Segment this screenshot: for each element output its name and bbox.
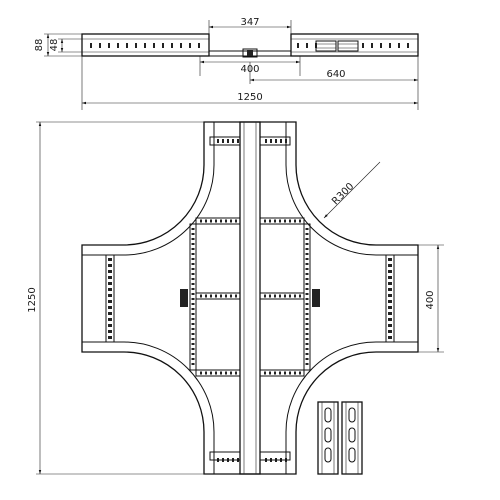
- side-slot: [108, 312, 112, 315]
- rail-slot: [189, 43, 191, 48]
- detail-slot: [324, 407, 332, 423]
- rung: [259, 369, 305, 377]
- rail-slot: [144, 43, 146, 48]
- dim-height-48: 48: [49, 39, 60, 52]
- rung: [195, 369, 241, 377]
- rail-slot: [117, 43, 119, 48]
- middle-coupler: [209, 48, 291, 58]
- rung: [259, 217, 305, 225]
- side-slot: [108, 324, 112, 327]
- side-slot: [388, 294, 392, 297]
- detail-slot: [324, 447, 332, 463]
- elevation-view: 88 48 347 400 640 1250: [34, 17, 419, 110]
- dim-width-347: 347: [240, 17, 259, 28]
- rail-slot: [306, 43, 308, 48]
- dim-width-640: 640: [326, 69, 345, 80]
- end-flanges: [105, 136, 395, 461]
- rail-slot: [180, 43, 182, 48]
- dim-height-88: 88: [34, 39, 45, 52]
- splice-plate-detail: [317, 401, 363, 475]
- rail-slot: [198, 43, 200, 48]
- side-slot: [108, 276, 112, 279]
- plan-view: 1250 400 R300: [27, 121, 444, 475]
- side-rail-slots: [108, 258, 392, 339]
- side-slot: [108, 306, 112, 309]
- rung: [195, 217, 241, 225]
- connector-block-right: [315, 40, 359, 52]
- side-slot: [388, 300, 392, 303]
- dim-plan-height-1250: 1250: [27, 287, 38, 312]
- right-rail-outline: [290, 33, 419, 57]
- cross-outline: [81, 121, 419, 475]
- dim-plan-width-400: 400: [425, 290, 436, 309]
- rail-slot: [126, 43, 128, 48]
- rail-slot: [90, 43, 92, 48]
- side-slot: [108, 300, 112, 303]
- side-slot: [108, 330, 112, 333]
- side-slot: [388, 264, 392, 267]
- side-slot: [388, 276, 392, 279]
- rail-slot: [362, 43, 364, 48]
- rail-slot: [407, 43, 409, 48]
- detail-slot: [324, 427, 332, 443]
- rail-slot: [171, 43, 173, 48]
- side-slot: [108, 294, 112, 297]
- rail-slot: [398, 43, 400, 48]
- rail-slot: [162, 43, 164, 48]
- dim-radius-r300: R300: [330, 181, 356, 207]
- left-rail-slots: [90, 43, 200, 48]
- rail-slot: [380, 43, 382, 48]
- side-slot: [388, 258, 392, 261]
- central-divider: [239, 121, 261, 475]
- side-slot: [388, 312, 392, 315]
- side-slot: [388, 318, 392, 321]
- rail-slot: [389, 43, 391, 48]
- side-slot: [108, 318, 112, 321]
- side-slot: [388, 330, 392, 333]
- rung: [195, 292, 241, 300]
- rail-slot: [108, 43, 110, 48]
- rail-slot: [371, 43, 373, 48]
- rung-vertical: [303, 223, 311, 371]
- rail-slot: [135, 43, 137, 48]
- junction-plates: [180, 289, 320, 307]
- side-slot: [108, 264, 112, 267]
- side-slot: [108, 336, 112, 339]
- side-slot: [388, 270, 392, 273]
- side-slot: [388, 306, 392, 309]
- rail-slot: [99, 43, 101, 48]
- detail-slot: [348, 407, 356, 423]
- rung: [259, 292, 305, 300]
- rail-slot: [153, 43, 155, 48]
- side-slot: [108, 258, 112, 261]
- side-slot: [108, 282, 112, 285]
- rung-vertical: [189, 223, 197, 371]
- detail-slot: [348, 447, 356, 463]
- side-slot: [388, 324, 392, 327]
- side-slot: [108, 270, 112, 273]
- side-slot: [388, 282, 392, 285]
- side-slot: [388, 336, 392, 339]
- dim-width-1250: 1250: [237, 92, 262, 103]
- side-slot: [388, 288, 392, 291]
- ladder-rungs: [189, 139, 311, 462]
- rail-slot: [297, 43, 299, 48]
- side-slot: [108, 288, 112, 291]
- detail-slot: [348, 427, 356, 443]
